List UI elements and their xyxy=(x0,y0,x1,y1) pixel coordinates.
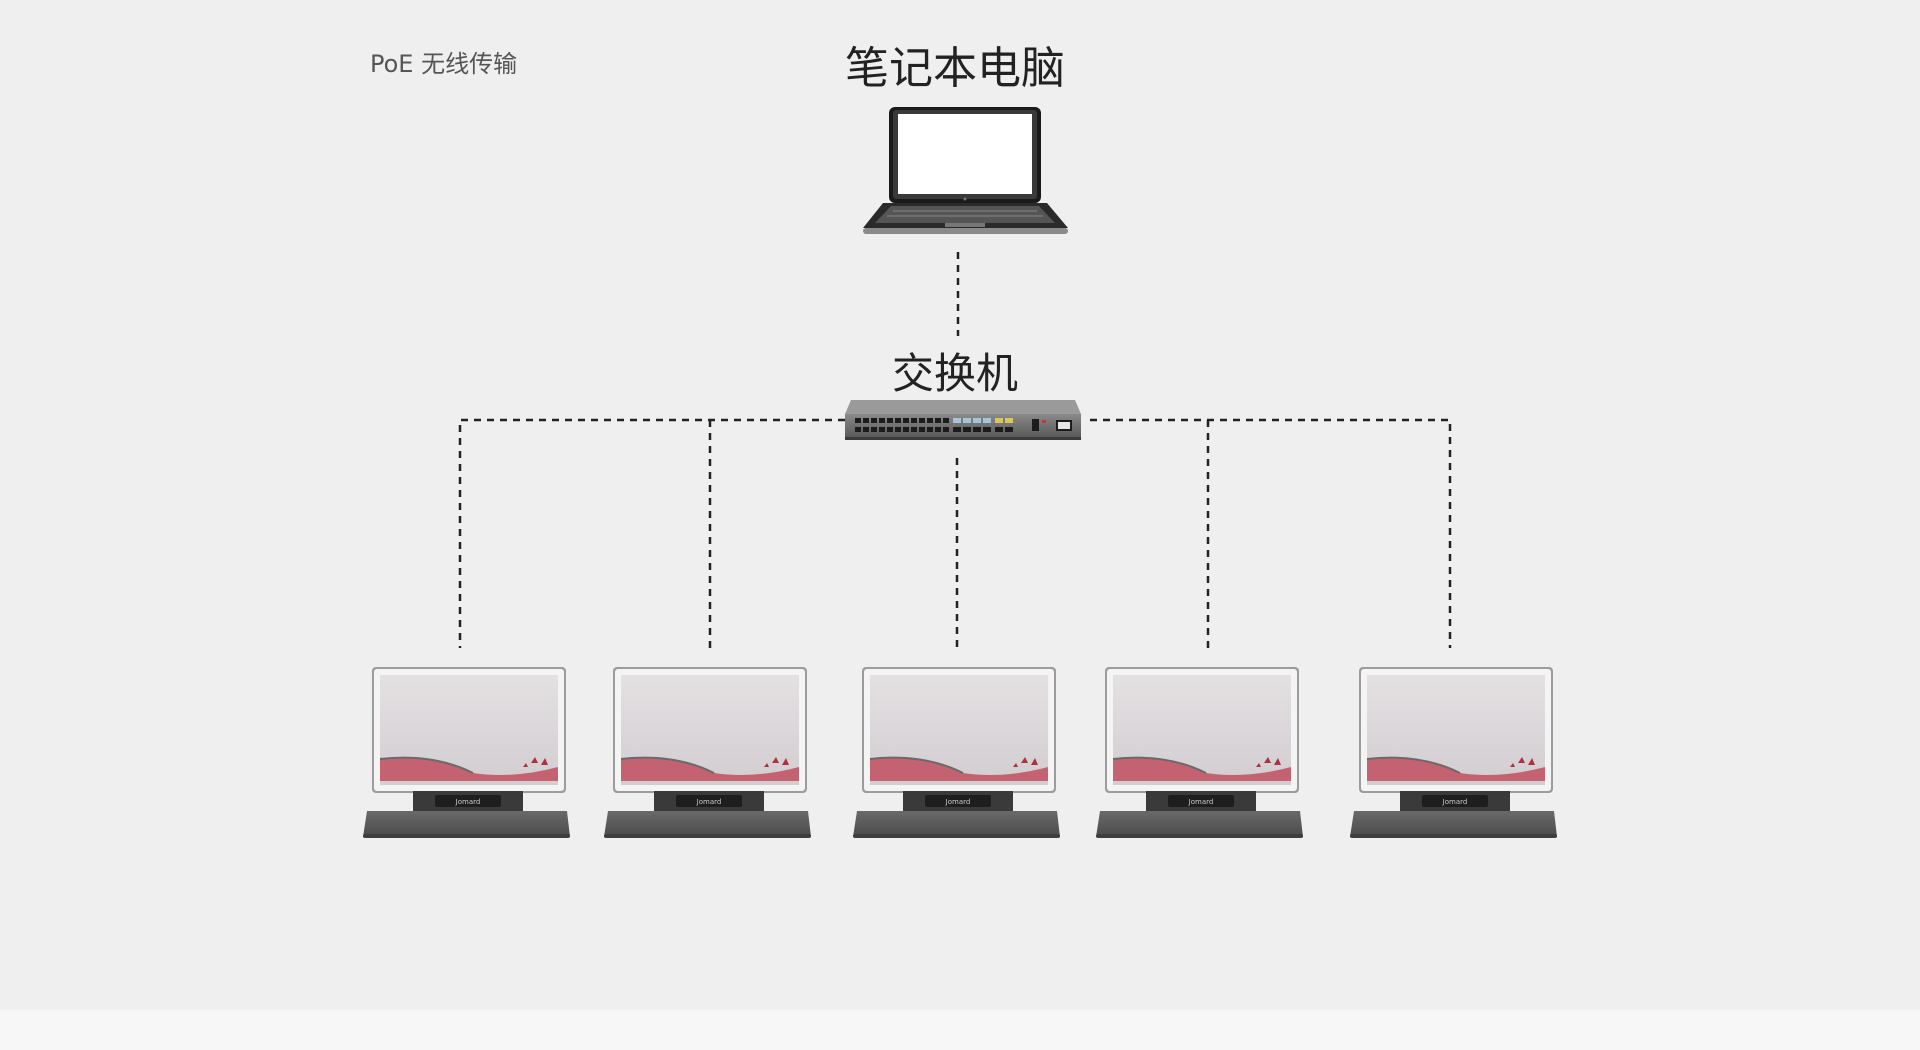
switch-icon xyxy=(845,400,1081,440)
footer-strip xyxy=(0,1010,1920,1050)
switch-bus-right xyxy=(1090,418,1452,648)
terminal-5: Jomard xyxy=(1350,667,1557,838)
terminal-1: Jomard xyxy=(363,667,570,838)
terminal-brand: Jomard xyxy=(1188,798,1214,806)
laptop-label: 笔记本电脑 xyxy=(845,43,1065,94)
switch-bus-left xyxy=(458,418,845,648)
laptop-icon xyxy=(863,107,1068,234)
terminal-brand: Jomard xyxy=(945,798,971,806)
terminal-4: Jomard xyxy=(1096,667,1303,838)
terminal-3: Jomard xyxy=(853,667,1060,838)
switch-label: 交换机 xyxy=(891,349,1018,398)
diagram-title: PoE 无线传输 xyxy=(370,50,518,78)
connection-lines xyxy=(458,252,1452,648)
terminal-brand: Jomard xyxy=(1442,798,1468,806)
terminal-brand: Jomard xyxy=(455,798,481,806)
terminal-2: Jomard xyxy=(604,667,811,838)
terminal-brand: Jomard xyxy=(696,798,722,806)
